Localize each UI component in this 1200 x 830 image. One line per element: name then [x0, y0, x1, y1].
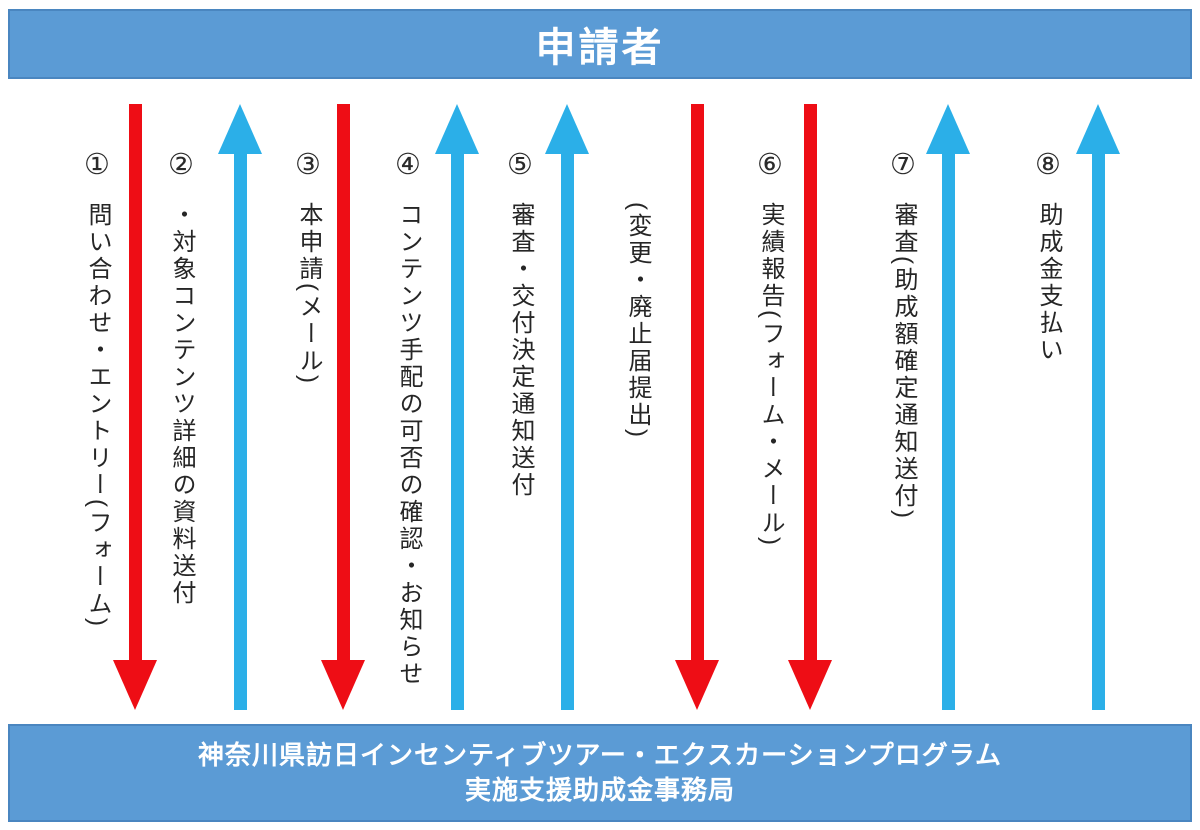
up-arrow-icon	[545, 104, 589, 710]
arrow-shaft	[560, 154, 574, 710]
arrow-head	[435, 104, 479, 154]
arrow-head	[675, 660, 719, 710]
flow-label: ⑧ 助成金支払い	[1026, 148, 1070, 364]
flow-label: ② ・対象コンテンツ詳細の資料送付	[159, 148, 203, 607]
arrow-head	[926, 104, 970, 154]
arrow-head	[321, 660, 365, 710]
flow-label-text: コンテンツ手配の可否の確認・お知らせ	[395, 202, 422, 688]
flow-label: (変更・廃止届提出)	[615, 148, 659, 440]
flow-number-badge: ②	[168, 149, 194, 181]
flow-number-badge: ⑥	[757, 149, 783, 181]
flow-number-badge: ⑤	[507, 149, 533, 181]
up-arrow-icon	[218, 104, 262, 710]
flow-label: ① 問い合わせ・エントリー(フォーム)	[75, 148, 119, 629]
flow-number-badge: ④	[395, 149, 421, 181]
down-arrow-icon	[675, 104, 719, 710]
office-name-line2: 実施支援助成金事務局	[464, 775, 735, 805]
arrow-head	[788, 660, 832, 710]
arrow-shaft	[128, 104, 142, 660]
flow-label-text: 本申請(メール)	[295, 202, 322, 386]
flow-label: ⑤ 審査・交付決定通知送付	[498, 148, 542, 499]
arrow-head	[545, 104, 589, 154]
flow-label-text: 実績報告(フォーム・メール)	[757, 202, 784, 548]
office-name-line1: 神奈川県訪日インセンティブツアー・エクスカーションプログラム	[197, 740, 1003, 770]
up-arrow-icon	[1076, 104, 1120, 710]
arrow-shaft	[336, 104, 350, 660]
flow-number-badge: ③	[295, 149, 321, 181]
flow-label-text: 審査(助成額確定通知送付)	[890, 202, 917, 521]
arrow-shaft	[803, 104, 817, 660]
flow-label: ⑥ 実績報告(フォーム・メール)	[748, 148, 792, 548]
down-arrow-icon	[113, 104, 157, 710]
flow-label-text: (変更・廃止届提出)	[624, 202, 651, 440]
flow-number-badge: ⑦	[890, 149, 916, 181]
flow-label-text: 審査・交付決定通知送付	[507, 202, 534, 499]
down-arrow-icon	[788, 104, 832, 710]
office-footer-bar: 神奈川県訪日インセンティブツアー・エクスカーションプログラム 実施支援助成金事務…	[8, 724, 1192, 822]
arrow-head	[1076, 104, 1120, 154]
arrow-shaft	[1091, 154, 1105, 710]
arrow-head	[113, 660, 157, 710]
down-arrow-icon	[321, 104, 365, 710]
flow-label: ③ 本申請(メール)	[286, 148, 330, 386]
applicant-title: 申請者	[535, 26, 665, 70]
flow-number-badge: ①	[84, 149, 110, 181]
arrow-head	[218, 104, 262, 154]
flow-label-text: 問い合わせ・エントリー(フォーム)	[84, 202, 111, 629]
up-arrow-icon	[435, 104, 479, 710]
up-arrow-icon	[926, 104, 970, 710]
arrow-shaft	[233, 154, 247, 710]
applicant-header-bar: 申請者	[8, 9, 1192, 79]
arrow-shaft	[941, 154, 955, 710]
arrow-shaft	[690, 104, 704, 660]
flow-label: ⑦ 審査(助成額確定通知送付)	[881, 148, 925, 521]
flow-number-badge: ⑧	[1035, 149, 1061, 181]
arrow-shaft	[450, 154, 464, 710]
flow-label-text: ・対象コンテンツ詳細の資料送付	[168, 202, 195, 607]
flow-label-text: 助成金支払い	[1035, 202, 1062, 364]
flow-label: ④ コンテンツ手配の可否の確認・お知らせ	[386, 148, 430, 688]
